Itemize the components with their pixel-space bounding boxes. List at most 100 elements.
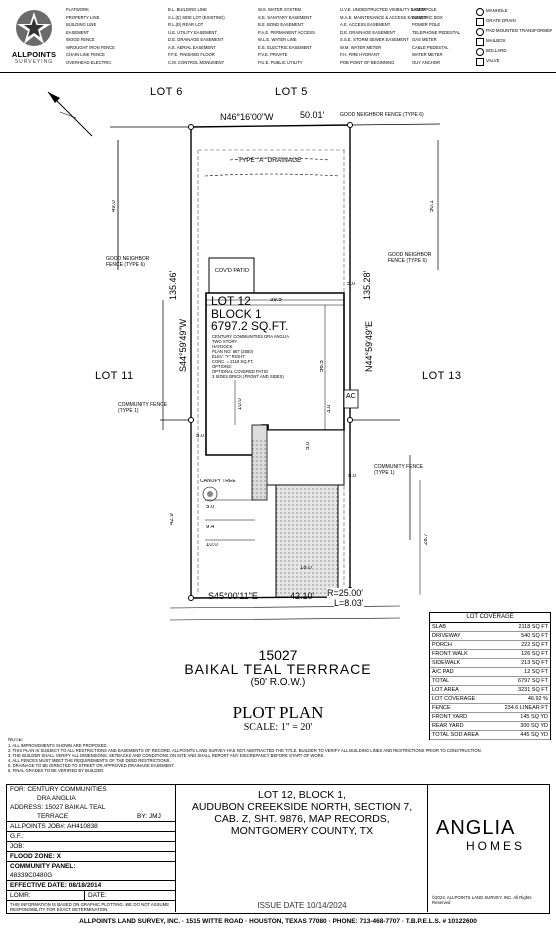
legend-item: D.E. DRAINAGE EASEMENT: [340, 29, 396, 35]
tb-date: DATE:: [88, 892, 107, 899]
plan-scale: SCALE: 1" = 20': [243, 722, 313, 733]
coverage-label: PORCH: [430, 640, 492, 650]
legend-item: F.H. FIRE HYDRANT: [340, 52, 380, 57]
good-neighbor-fence-top: GOOD NEIGHBOR FENCE (TYPE 6): [340, 112, 424, 118]
lot-5-label: LOT 5: [275, 86, 308, 98]
legend-symbol: BOLLARD: [476, 46, 552, 56]
legend-symbol-icon: [476, 18, 484, 26]
property-boundary: [190, 124, 351, 599]
west-distance: 135.46': [168, 270, 178, 300]
community-fence-right: COMMUNITY FENCE (TYPE 1): [374, 464, 424, 476]
house-note: OPTIONAL COVERED PATIO: [212, 369, 268, 374]
coverage-value: 445 SQ YD: [491, 730, 550, 740]
legend-item: W.L.E. WATER LINE: [258, 37, 297, 42]
legend-item: P.V.E. PRIVATE: [258, 52, 288, 57]
legend-item: B.L. BUILDING LINE: [168, 7, 207, 12]
legend-item: A.E. AERIAL EASEMENT: [168, 44, 216, 50]
note-line: 3. THE BUILDER SHALL VERIFY ALL DIMENSIO…: [8, 753, 325, 758]
canopy-tree-icon: [202, 486, 218, 502]
legend-item: WROUGHT IRON FENCE: [66, 44, 116, 50]
legend-item: A.E. ACCESS EASEMENT: [340, 22, 391, 27]
dim-side-left: 5.0': [196, 434, 206, 439]
note-line: 5. DRAINAGE TO BE DIRECTED TO STREET OR …: [8, 763, 175, 768]
house-note: CONC. = 2118 SQ.FT.: [212, 359, 254, 364]
coverage-label: A/C PAD: [430, 667, 492, 677]
logo-sub: SURVEYING: [14, 59, 54, 65]
legend-item: P.U.E. PUBLIC UTILITY: [258, 59, 303, 65]
drainage-swale: [229, 157, 331, 161]
tb-disclaimer: THIS INFORMATION IS BASED ON GRAPHIC PLO…: [10, 902, 170, 912]
east-bearing: N44°59'49"E: [364, 320, 374, 372]
legend-item: POB POINT OF BEGINNING: [340, 59, 395, 65]
tb-dra: DRA ANGLIA: [37, 795, 76, 802]
dim-house-depth: 56.5': [320, 359, 325, 372]
legend-symbol: MANHOLE: [476, 6, 552, 16]
lot-label: LOT 12: [211, 294, 251, 308]
legend-item: W.M. WATER METER: [340, 44, 382, 50]
legend-symbol-icon: [476, 48, 484, 56]
curve-radius: R=25.00': [327, 588, 363, 598]
ac-label: AC: [346, 393, 356, 400]
west-bearing: S44°59'49"W: [178, 318, 188, 372]
house-note: PLAN NO: 667 (2550): [212, 349, 253, 354]
coverage-label: FRONT WALK: [430, 649, 492, 659]
tb-panel: COMMUNITY PANEL:: [10, 863, 76, 870]
legend-symbol: PAD MOUNTED TRANSFORMER: [476, 26, 552, 36]
legal-line: MONTGOMERY COUNTY, TX: [230, 825, 374, 837]
legend-symbol-icon: [476, 58, 484, 66]
coverage-label: FRONT YARD: [430, 712, 492, 722]
issue-date: ISSUE DATE 10/14/2024: [257, 901, 347, 910]
dim-walk: 5.0': [206, 505, 216, 510]
legend-item: LIGHT POLE: [412, 7, 437, 12]
lot-lines: [110, 123, 441, 421]
tb-by: BY: JMJ: [137, 813, 161, 820]
dim-walk2: 9.4': [206, 525, 216, 530]
legend-item: S.S.E. STORM SEWER EASEMENT: [340, 37, 409, 42]
coverage-value: 2118 SQ FT: [491, 623, 550, 632]
coverage-value: 300 SQ YD: [491, 721, 550, 731]
header-divider: [0, 72, 556, 73]
legend-item: M.A.E. MAINTENANCE & ACCESS EASEMENT: [340, 14, 426, 20]
tb-job: ALLPOINTS JOB#: AH410838: [7, 822, 175, 832]
coverage-label: LOT COVERAGE: [430, 694, 492, 704]
lot-6-label: LOT 6: [150, 86, 183, 98]
drainage-label: TYPE "A" DRAINAGE: [238, 157, 302, 164]
north-bearing: N46°16'00"W: [220, 112, 274, 122]
note-line: 6. FINAL GRADES TO BE VERIFIED BY BUILDE…: [8, 768, 105, 773]
house-note: TWO STORY: [212, 339, 238, 344]
legend-item: WOOD FENCE: [66, 37, 95, 42]
dim-front-right: 28.7': [424, 532, 429, 545]
tb-jobline: JOB:: [7, 842, 175, 852]
legend-item: CHAIN LINK FENCE: [66, 52, 105, 57]
patio-outline: [208, 257, 255, 294]
tb-lomr: LOMR:: [7, 891, 85, 900]
title-brand: ANGLIA HOMES ©2024, ALLPOINTS LAND SURVE…: [427, 785, 549, 912]
legend-symbol: GRATE DRAIN: [476, 16, 552, 26]
coverage-title: LOT COVERAGE: [430, 613, 550, 623]
legend-item: B.E. BOND EASEMENT: [258, 22, 304, 27]
coverage-value: 6797 SQ FT: [491, 676, 550, 686]
coverage-label: FENCE: [430, 703, 492, 713]
legend-item: TELEPHONE PEDESTAL: [412, 29, 461, 35]
legend-item: E.E. ELECTRIC EASEMENT: [258, 44, 312, 50]
legend-symbol-icon: [476, 8, 484, 16]
copyright: ©2024, ALLPOINTS LAND SURVEY, INC. All R…: [432, 895, 532, 905]
curve-length: L=8.03': [334, 598, 364, 608]
brand-homes: HOMES: [466, 839, 526, 853]
notes-block: NOTE: 1. ALL IMPROVEMENTS SHOWN ARE PROP…: [8, 738, 548, 780]
house-note: 3 SIDES BRICK (FRONT AND SIDES): [212, 374, 284, 379]
coverage-value: 3231 SQ FT: [491, 685, 550, 695]
plot-drawing: [47, 91, 441, 621]
dim-side-right: 5.0': [347, 282, 357, 287]
